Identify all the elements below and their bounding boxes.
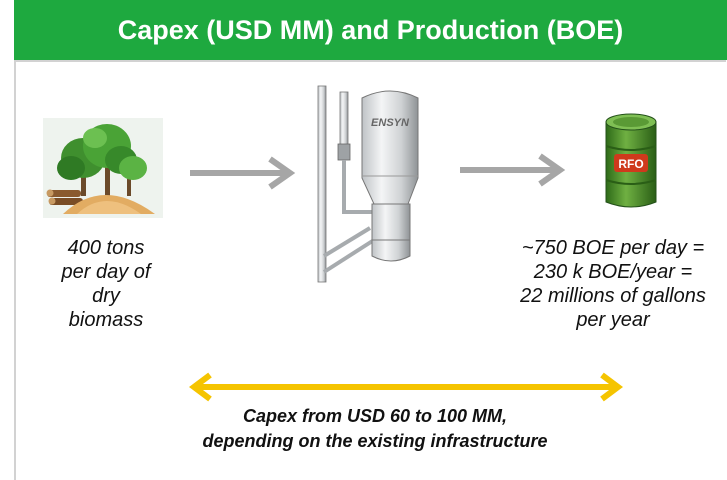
output-caption-line: ~750 BOE per day = <box>521 237 705 259</box>
trees-and-sawdust-icon <box>43 118 163 218</box>
capex-note-line: depending on the existing infrastructure <box>202 431 548 451</box>
biomass-caption: 400 tons per day of dry biomass <box>46 236 166 332</box>
biomass-caption-line: 400 tons <box>67 237 145 259</box>
process-arrow-icon <box>460 153 566 187</box>
output-caption: ~750 BOE per day = 230 k BOE/year = 22 m… <box>508 236 718 332</box>
biomass-caption-line: dry <box>92 285 120 307</box>
oil-barrel-icon: RFO <box>605 113 657 208</box>
page-title-text: Capex (USD MM) and Production (BOE) <box>117 14 624 45</box>
biomass-caption-line: per day of <box>61 261 151 283</box>
output-caption-line: per year <box>576 309 650 331</box>
capex-note: Capex from USD 60 to 100 MM, depending o… <box>140 404 610 454</box>
double-headed-arrow-icon <box>189 372 623 402</box>
output-caption-line: 230 k BOE/year = <box>533 261 693 283</box>
capex-note-line: Capex from USD 60 to 100 MM, <box>242 406 508 426</box>
barrel-label: RFO <box>618 157 643 171</box>
output-caption-line: 22 millions of gallons <box>520 285 706 307</box>
process-arrow-icon <box>190 156 296 190</box>
page-title: Capex (USD MM) and Production (BOE) <box>14 0 727 60</box>
biomass-caption-line: biomass <box>68 309 144 331</box>
reactor-brand-label: ENSYN <box>371 117 410 129</box>
diagram-panel <box>14 60 726 480</box>
pyrolysis-reactor-icon: ENSYN <box>317 85 419 283</box>
